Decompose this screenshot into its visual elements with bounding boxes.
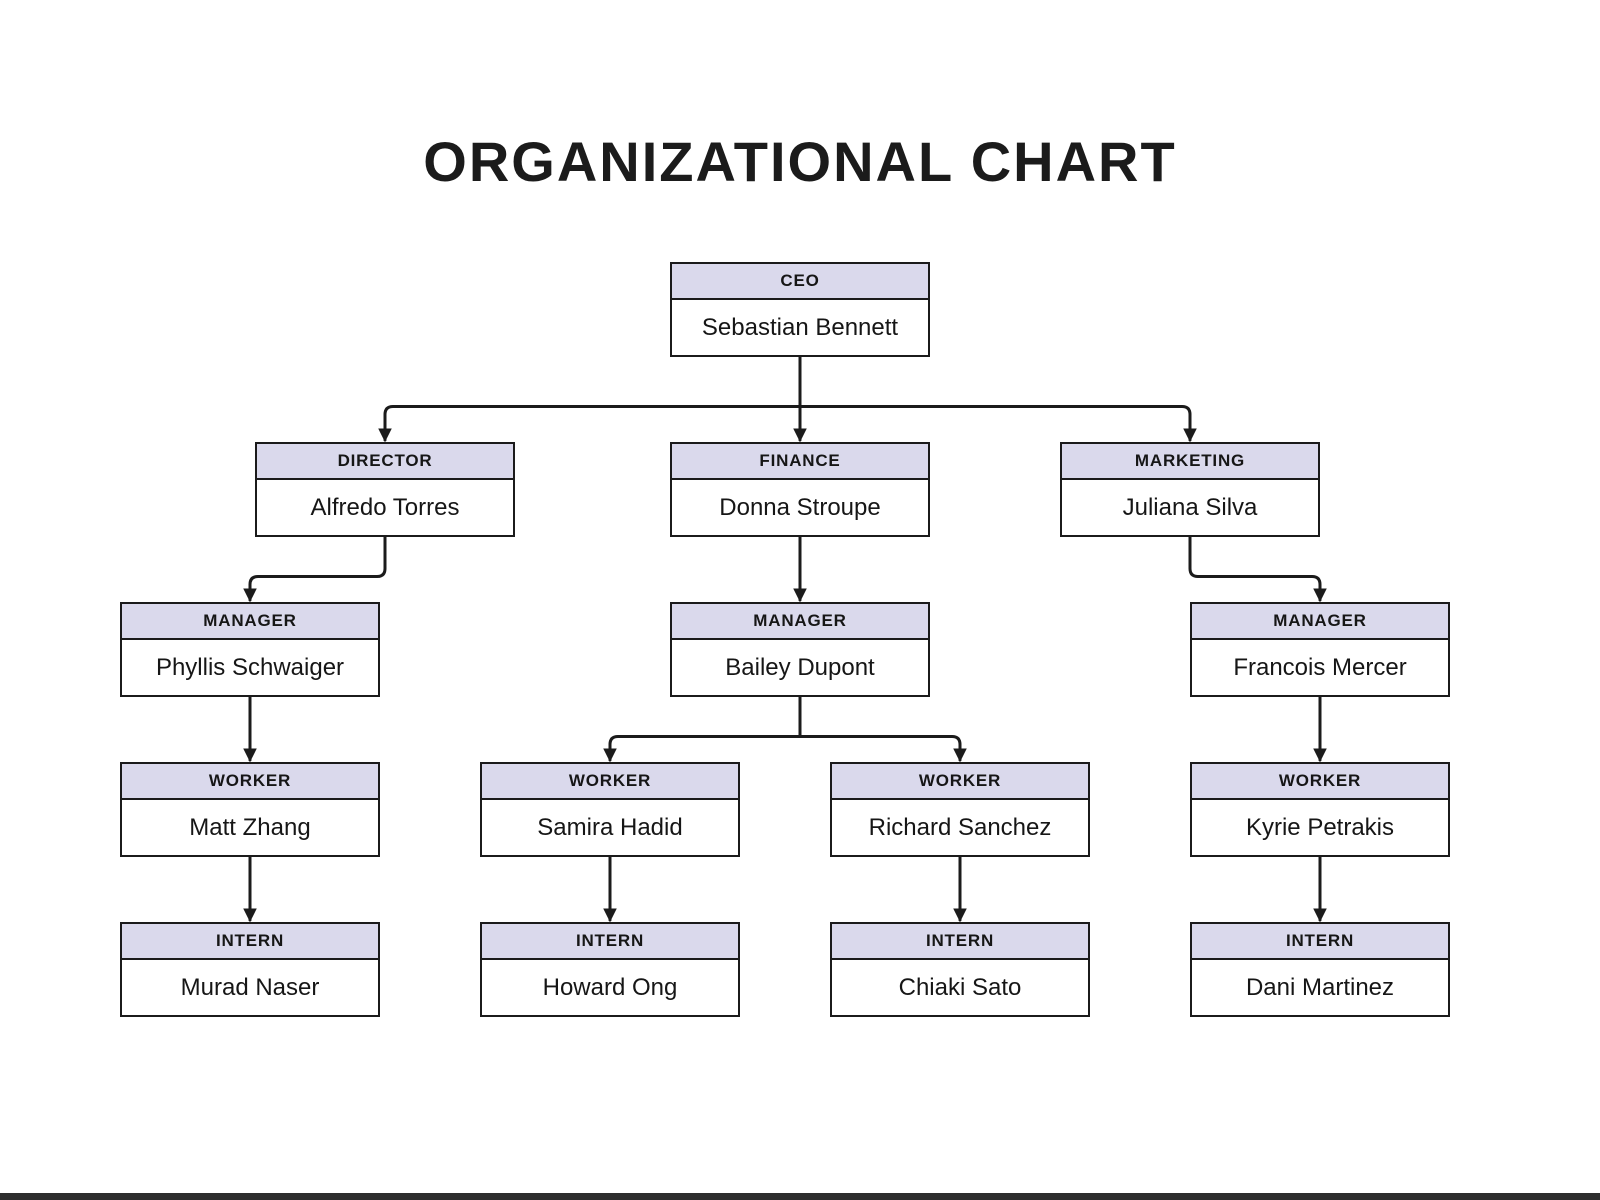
person-name: Donna Stroupe	[719, 493, 881, 521]
org-node-manager-1: MANAGER Phyllis Schwaiger	[120, 602, 380, 697]
role-label: INTERN	[832, 924, 1088, 960]
org-node-manager-2: MANAGER Bailey Dupont	[670, 602, 930, 697]
role-label: WORKER	[832, 764, 1088, 800]
org-node-director: DIRECTOR Alfredo Torres	[255, 442, 515, 537]
org-node-intern-1: INTERN Murad Naser	[120, 922, 380, 1017]
connector	[1188, 535, 1327, 603]
person-name: Chiaki Sato	[898, 973, 1022, 1001]
org-node-worker-2: WORKER Samira Hadid	[480, 762, 740, 857]
person-name: Juliana Silva	[1122, 493, 1258, 521]
org-node-ceo: CEO Sebastian Bennett	[670, 262, 930, 357]
person-name: Bailey Dupont	[725, 653, 875, 681]
role-label: WORKER	[1192, 764, 1448, 800]
org-node-intern-3: INTERN Chiaki Sato	[830, 922, 1090, 1017]
person-name: Kyrie Petrakis	[1245, 813, 1395, 841]
person-name: Richard Sanchez	[868, 813, 1052, 841]
person-name: Sebastian Bennett	[701, 313, 899, 341]
person-name: Murad Naser	[180, 973, 320, 1001]
role-label: CEO	[672, 264, 928, 300]
page-title: ORGANIZATIONAL CHART	[423, 130, 1177, 193]
person-name: Phyllis Schwaiger	[155, 653, 345, 681]
role-label: INTERN	[122, 924, 378, 960]
connector	[608, 735, 962, 746]
role-label: DIRECTOR	[257, 444, 513, 480]
connector	[383, 405, 1192, 416]
org-node-worker-4: WORKER Kyrie Petrakis	[1190, 762, 1450, 857]
role-label: MANAGER	[1192, 604, 1448, 640]
role-label: INTERN	[482, 924, 738, 960]
role-label: WORKER	[122, 764, 378, 800]
org-node-worker-3: WORKER Richard Sanchez	[830, 762, 1090, 857]
connector	[243, 535, 387, 603]
person-name: Howard Ong	[542, 973, 678, 1001]
org-node-manager-3: MANAGER Francois Mercer	[1190, 602, 1450, 697]
person-name: Matt Zhang	[189, 813, 311, 841]
org-node-marketing: MARKETING Juliana Silva	[1060, 442, 1320, 537]
role-label: INTERN	[1192, 924, 1448, 960]
bottom-border-bar	[0, 1193, 1600, 1200]
role-label: MANAGER	[672, 604, 928, 640]
person-name: Alfredo Torres	[310, 493, 460, 521]
role-label: MANAGER	[122, 604, 378, 640]
role-label: MARKETING	[1062, 444, 1318, 480]
org-node-intern-4: INTERN Dani Martinez	[1190, 922, 1450, 1017]
org-node-finance: FINANCE Donna Stroupe	[670, 442, 930, 537]
role-label: WORKER	[482, 764, 738, 800]
person-name: Francois Mercer	[1233, 653, 1407, 681]
org-node-worker-1: WORKER Matt Zhang	[120, 762, 380, 857]
org-node-intern-2: INTERN Howard Ong	[480, 922, 740, 1017]
person-name: Samira Hadid	[537, 813, 683, 841]
person-name: Dani Martinez	[1245, 973, 1395, 1001]
role-label: FINANCE	[672, 444, 928, 480]
